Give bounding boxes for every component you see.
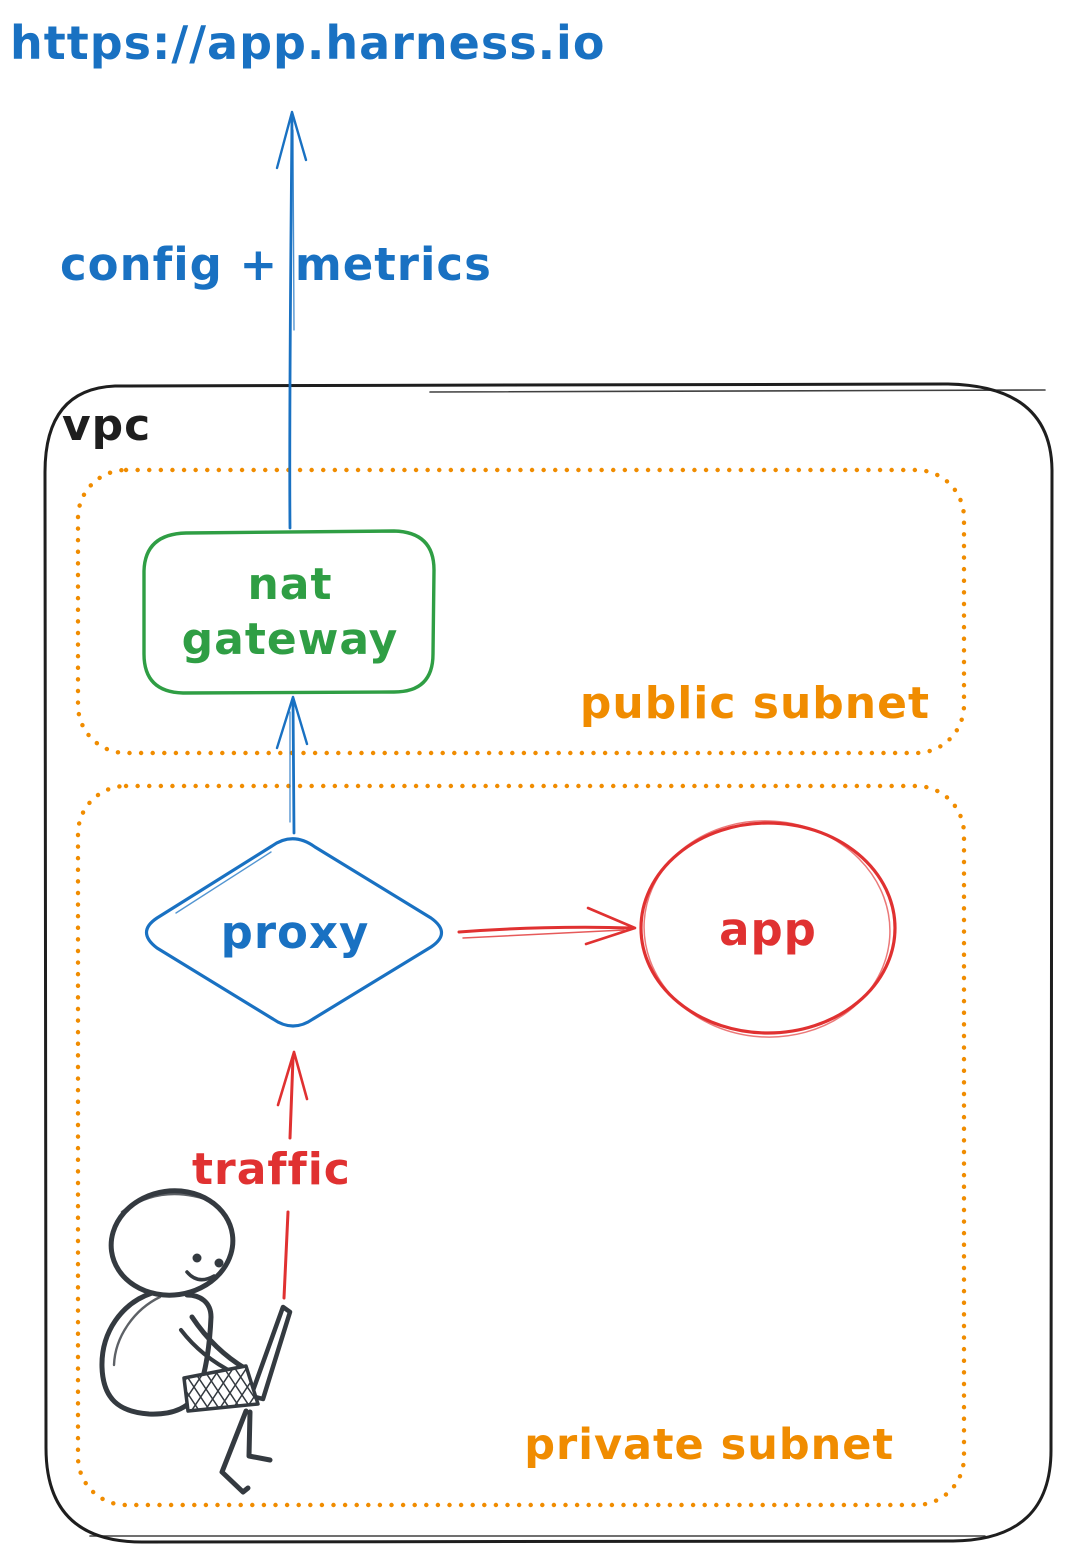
vpc-label: vpc — [62, 400, 152, 451]
traffic-label: traffic — [192, 1144, 351, 1195]
private-subnet-label: private subnet — [524, 1420, 894, 1470]
vpc-border — [43, 382, 1054, 1544]
config-metrics-label: config + metrics — [60, 238, 492, 291]
nat-gateway-label-line1: nat — [247, 559, 333, 610]
nat-gateway-box — [142, 529, 436, 695]
arrow-proxy-to-nat-gateway — [275, 695, 309, 835]
app-circle — [639, 820, 897, 1038]
private-subnet-border — [75, 783, 967, 1508]
person-with-laptop-icon — [99, 1188, 293, 1495]
public-subnet-border — [75, 467, 967, 756]
vpc-border-sketch-top — [429, 389, 1046, 393]
public-subnet-label: public subnet — [579, 678, 930, 729]
proxy-diamond — [144, 837, 444, 1028]
arrow-proxy-to-app — [457, 906, 637, 946]
arrow-traffic — [276, 1050, 309, 1300]
keyboard-crosshatch — [184, 1366, 258, 1411]
url-label: https://app.harness.io — [10, 16, 606, 70]
arrow-config-metrics — [275, 110, 308, 530]
nat-gateway-label-line2: gateway — [181, 614, 399, 665]
proxy-label: proxy — [220, 906, 370, 959]
app-label: app — [719, 903, 817, 956]
nat-gateway-label: nat gateway — [144, 531, 436, 693]
